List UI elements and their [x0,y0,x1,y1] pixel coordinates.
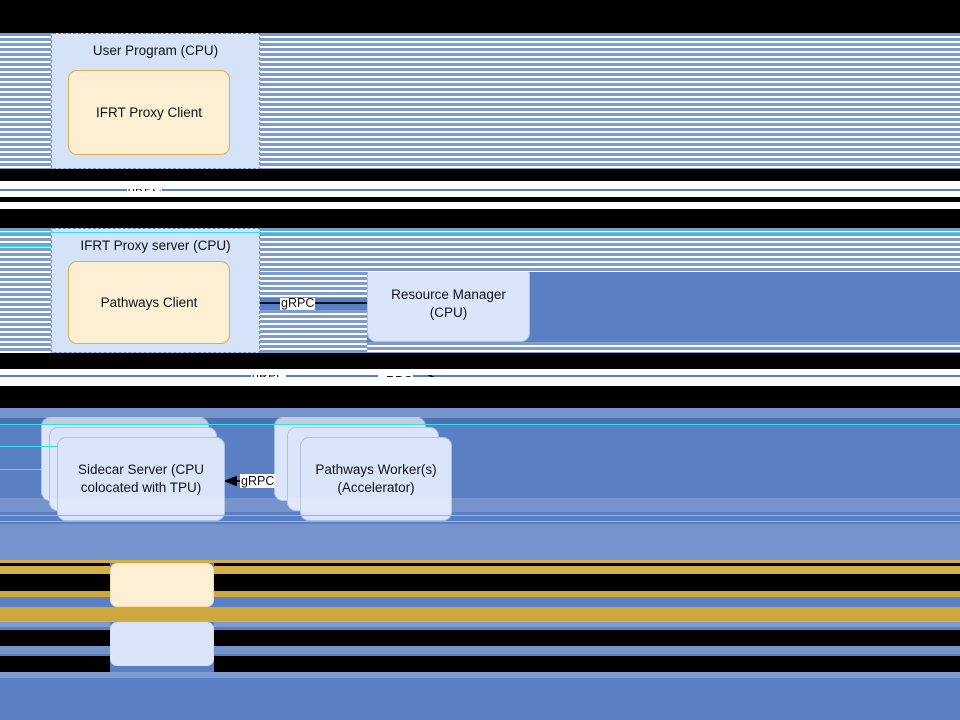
edge-label-rm-to-workers: gRPC [378,374,414,388]
sidecar-server-box[interactable]: Sidecar Server (CPU colocated with TPU) [57,437,225,521]
ifrt-proxy-client-label: IFRT Proxy Client [95,105,203,120]
sidecar-server-label-line1: Sidecar Server (CPU [77,462,205,477]
user-program-title: User Program (CPU) [92,43,219,58]
pathways-workers-label-line2: (Accelerator) [337,480,415,495]
pathways-client-label: Pathways Client [100,295,198,310]
legend-swatch-yellow [110,563,214,607]
pathways-client-box[interactable]: Pathways Client [68,261,230,344]
resource-manager-label-line2: (CPU) [429,304,468,320]
edge-label-sidecar-to-workers: gRPC [240,474,276,488]
edge-label-sidecar-to-pathways-client: gRPC [251,369,287,383]
ifrt-proxy-server-title: IFRT Proxy server (CPU) [80,238,231,253]
edge-label-client-to-server: gRPC [127,182,163,196]
edge-label-rm-to-pathways-client: gRPC [280,296,316,310]
resource-manager-label-line1: Resource Manager [391,286,506,302]
resource-manager-box[interactable]: Resource Manager (CPU) [367,265,530,342]
sidecar-server-label-line2: colocated with TPU) [80,480,202,495]
pathways-workers-box[interactable]: Pathways Worker(s) (Accelerator) [300,437,452,521]
legend-swatch-blue [110,622,214,666]
ifrt-proxy-client-box[interactable]: IFRT Proxy Client [68,70,230,155]
pathways-workers-label-line1: Pathways Worker(s) [315,462,437,477]
